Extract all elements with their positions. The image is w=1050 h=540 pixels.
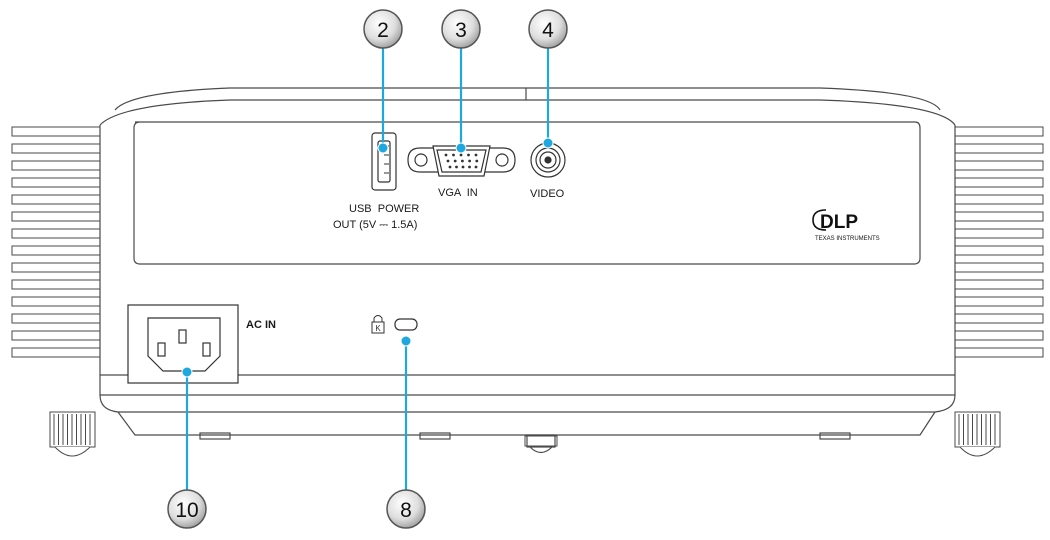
vga-pin	[461, 159, 464, 163]
leader-dots	[181, 137, 554, 378]
vent-slot	[954, 296, 1044, 307]
projector-body	[99, 87, 956, 454]
svg-text:K: K	[375, 324, 381, 333]
vent-slot	[954, 228, 1044, 239]
vga-pin	[468, 159, 471, 163]
vent-slot	[954, 211, 1044, 222]
leader-lines	[185, 48, 550, 490]
vga-pin	[446, 159, 450, 163]
usb-label-line2: OUT (5V ⎓ 1.5A)	[333, 219, 417, 231]
vent-slot	[11, 262, 101, 273]
vent-slot	[11, 211, 101, 222]
vent-slot	[11, 330, 101, 341]
callout-4-number: 4	[542, 19, 554, 42]
callout-3: 3	[441, 9, 481, 49]
vga-pin	[448, 165, 452, 169]
vga-pin	[474, 153, 478, 157]
leader-dot-3	[455, 142, 467, 154]
vga-pin	[455, 165, 458, 169]
vent-slot	[11, 177, 101, 188]
vent-slot	[954, 347, 1044, 358]
leader-dot-4	[542, 137, 554, 149]
vent-slot	[954, 279, 1044, 290]
vent-slot	[954, 126, 1044, 137]
vent-slot	[11, 228, 101, 239]
vga-pin	[459, 153, 463, 157]
vent-slot	[954, 313, 1044, 324]
callout-8-number: 8	[400, 499, 412, 522]
vent-slot	[11, 160, 101, 171]
vent-slot	[11, 126, 101, 137]
vent-slot	[954, 194, 1044, 205]
vga-pin	[453, 159, 457, 163]
vent-slot	[954, 330, 1044, 341]
ac-in-label: AC IN	[246, 319, 276, 331]
lock-icon: K	[371, 315, 385, 334]
vent-slot	[954, 160, 1044, 171]
dlp-logo: DLP TEXAS INSTRUMENTS	[812, 209, 880, 242]
vga-pin	[452, 153, 455, 157]
vga-label: VGA IN	[438, 187, 478, 199]
vent-slot	[11, 347, 101, 358]
vent-slot	[11, 143, 101, 154]
security-lock-slot	[394, 318, 418, 331]
vent-grille-right	[954, 126, 1044, 358]
foot-left	[49, 411, 96, 457]
dlp-logo-text: DLP	[820, 212, 858, 233]
foot-center	[524, 435, 558, 447]
callout-10-number: 10	[175, 499, 198, 522]
callout-10: 10	[167, 489, 207, 529]
ac-in-socket	[127, 304, 239, 384]
vent-slot	[11, 296, 101, 307]
video-label: VIDEO	[530, 188, 565, 200]
vent-slot	[954, 245, 1044, 256]
callout-8: 8	[386, 489, 426, 529]
leader-dot-10	[181, 366, 193, 378]
foot-right	[954, 411, 1001, 457]
vga-pin	[468, 165, 471, 169]
vent-slot	[954, 143, 1044, 154]
vga-pin	[444, 153, 448, 157]
vga-pin	[461, 165, 465, 169]
vent-slot	[954, 262, 1044, 273]
vent-slot	[11, 279, 101, 290]
callout-2: 2	[363, 9, 403, 49]
vga-pin	[467, 153, 470, 157]
vent-slot	[11, 313, 101, 324]
vga-pin	[474, 165, 478, 169]
vent-slot	[11, 194, 101, 205]
callout-4: 4	[528, 9, 568, 49]
vent-slot	[11, 245, 101, 256]
leader-dot-8	[400, 335, 412, 347]
callout-3-number: 3	[455, 19, 467, 42]
vga-in-port	[407, 145, 516, 177]
vga-pin	[475, 159, 479, 163]
vent-slot	[954, 177, 1044, 188]
leader-dot-2	[377, 142, 389, 154]
dlp-logo-maker: TEXAS INSTRUMENTS	[815, 236, 880, 242]
callout-2-number: 2	[377, 19, 389, 42]
usb-label-line1: USB POWER	[349, 203, 419, 215]
vent-grille-left	[11, 126, 101, 358]
